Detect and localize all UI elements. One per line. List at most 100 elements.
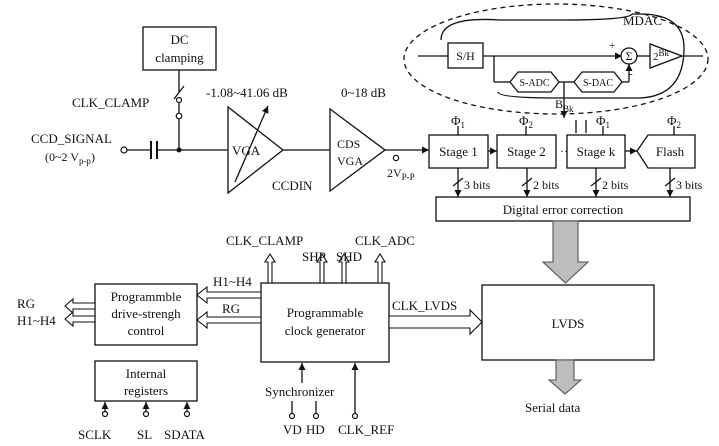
sdata-pin: SDATA bbox=[164, 402, 205, 442]
phase-clock-1: Φ1 bbox=[451, 113, 465, 135]
dc-clamping-label-2: clamping bbox=[155, 50, 204, 65]
clk-ref-label: CLK_REF bbox=[338, 422, 394, 437]
ccd-signal-label: CCD_SIGNAL bbox=[31, 131, 112, 146]
cds-vga-label: VGA bbox=[337, 154, 363, 168]
clamp-switch-contact bbox=[175, 96, 183, 104]
sl-label: SL bbox=[137, 427, 152, 442]
drive-strength-label-3: control bbox=[128, 323, 165, 338]
junction-dot bbox=[176, 147, 182, 153]
clk-adc-out-arrow-icon bbox=[374, 252, 386, 284]
phi-symbol-2: Φ2 bbox=[519, 113, 533, 130]
shp-output-label: SHP bbox=[302, 249, 326, 264]
cds-label: CDS bbox=[337, 137, 360, 151]
cds-gain-range: 0~18 dB bbox=[341, 85, 386, 100]
sum-plus-sign: + bbox=[609, 40, 615, 52]
sdac-label: S-DAC bbox=[583, 78, 613, 89]
sh-label: S/H bbox=[456, 49, 475, 63]
clamp-switch-icon bbox=[173, 85, 185, 100]
bits-bus-3: 2 bits bbox=[590, 168, 629, 197]
dc-clamping-block: DC clamping bbox=[142, 26, 217, 71]
phase-clock-2: Φ2 bbox=[519, 113, 533, 135]
clock-output-arrows bbox=[264, 252, 386, 284]
internal-registers-block: Internal registers bbox=[94, 360, 198, 402]
dec-to-lvds-arrow-icon bbox=[541, 220, 590, 284]
sadc-label: S-ADC bbox=[519, 78, 549, 89]
lvds-label: LVDS bbox=[552, 316, 585, 331]
sl-pin: SL bbox=[137, 402, 152, 442]
clk-clamp-input-label: CLK_CLAMP bbox=[72, 95, 149, 110]
drive-strength-control-block: Programmble drive-strengh control bbox=[94, 283, 198, 346]
dc-clamping-label-1: DC bbox=[170, 32, 188, 47]
synchronizer-label: Synchronizer bbox=[265, 384, 335, 399]
clock-generator-label-2: clock generator bbox=[285, 323, 366, 338]
flash-adc: Flash bbox=[636, 134, 696, 169]
clk-ref-pin: CLK_REF bbox=[338, 363, 394, 437]
phi-symbol-4: Φ2 bbox=[667, 113, 681, 130]
bits-label-2: 2 bits bbox=[533, 178, 560, 192]
clock-generator-label-1: Programmable bbox=[287, 305, 364, 320]
clk-clamp-output-label: CLK_CLAMP bbox=[226, 233, 303, 248]
vga-gain-range: -1.08~41.06 dB bbox=[206, 85, 288, 100]
shd-out-arrow-icon bbox=[338, 252, 350, 284]
residue-gain-amplifier bbox=[649, 43, 684, 69]
cds-output-swing: 2VP-P bbox=[387, 166, 415, 182]
drive-strength-label-1: Programmble bbox=[111, 289, 182, 304]
variable-gain-arrow-icon bbox=[234, 105, 269, 183]
sum-minus-sign: - bbox=[629, 68, 633, 80]
digital-error-correction-block: Digital error correction bbox=[435, 196, 691, 222]
mdac-title: MDAC bbox=[623, 13, 662, 28]
serial-data-label: Serial data bbox=[525, 400, 580, 415]
stage-2: Stage 2 bbox=[496, 134, 557, 169]
bits-label-4: 3 bits bbox=[676, 178, 703, 192]
vga-label: VGA bbox=[232, 143, 261, 158]
h-output-label: H1~H4 bbox=[17, 313, 56, 328]
drive-strength-label-2: drive-strengh bbox=[111, 306, 181, 321]
ccd-range-label: (0~2 Vp-p) bbox=[45, 150, 95, 166]
clk-lvds-label: CLK_LVDS bbox=[392, 298, 457, 313]
internal-registers-label-1: Internal bbox=[126, 366, 167, 381]
clk-adc-output-label: CLK_ADC bbox=[355, 233, 415, 248]
stage-k-label: Stage k bbox=[577, 144, 616, 159]
hd-pin: HD bbox=[306, 401, 325, 437]
rg-output-label: RG bbox=[17, 296, 35, 311]
phase-clock-3: Φ1 bbox=[596, 113, 610, 135]
vd-label: VD bbox=[283, 422, 302, 437]
bits-bus-4: 3 bits bbox=[664, 168, 703, 197]
sclk-pin: SCLK bbox=[78, 402, 112, 442]
cds-vga-amplifier: CDS VGA bbox=[329, 107, 387, 193]
serial-data-arrow-icon bbox=[547, 359, 583, 395]
sh-block bbox=[447, 42, 484, 69]
stage-k: Stage k bbox=[566, 134, 626, 169]
clamp-node bbox=[175, 112, 183, 120]
clk-lvds-bus-arrow-icon bbox=[388, 308, 483, 336]
sdata-label: SDATA bbox=[164, 427, 205, 442]
mdac-dashed-outline bbox=[403, 3, 709, 115]
clock-generator-block: Programmable clock generator bbox=[260, 282, 390, 363]
rg-output-arrow-icon bbox=[64, 297, 96, 315]
h-bus-arrow-icon bbox=[196, 285, 262, 305]
sum-sigma: Σ bbox=[626, 49, 633, 63]
lvds-block: LVDS bbox=[481, 284, 655, 361]
vga-amplifier: VGA bbox=[227, 105, 285, 195]
mdac-detail: MDAC S/H + - Σ 2Bk S-ADC S-DAC BBk bbox=[403, 3, 709, 118]
bits-label-1: 3 bits bbox=[464, 178, 491, 192]
stage-1: Stage 1 bbox=[428, 134, 489, 169]
mdac-loop-right bbox=[497, 13, 685, 99]
bits-bus-1: 3 bits bbox=[452, 168, 491, 197]
cds-output-pin bbox=[392, 154, 400, 162]
h-bus-label: H1~H4 bbox=[213, 274, 252, 289]
internal-registers-label-2: registers bbox=[124, 383, 168, 398]
shp-out-arrow-icon bbox=[316, 252, 328, 284]
clk-clamp-out-arrow-icon bbox=[264, 252, 276, 284]
stage-2-label: Stage 2 bbox=[507, 144, 546, 159]
phi-symbol-3: Φ1 bbox=[596, 113, 610, 130]
mdac-loop-top bbox=[440, 13, 633, 41]
dec-label: Digital error correction bbox=[503, 202, 624, 217]
vd-pin: VD bbox=[283, 401, 302, 437]
residue-gain-label: 2Bk bbox=[653, 48, 670, 63]
rg-bus-label: RG bbox=[222, 301, 240, 316]
rg-bus-arrow-icon bbox=[196, 310, 262, 330]
h-output-arrow-icon bbox=[64, 310, 96, 328]
b-label: BBk bbox=[555, 97, 574, 114]
